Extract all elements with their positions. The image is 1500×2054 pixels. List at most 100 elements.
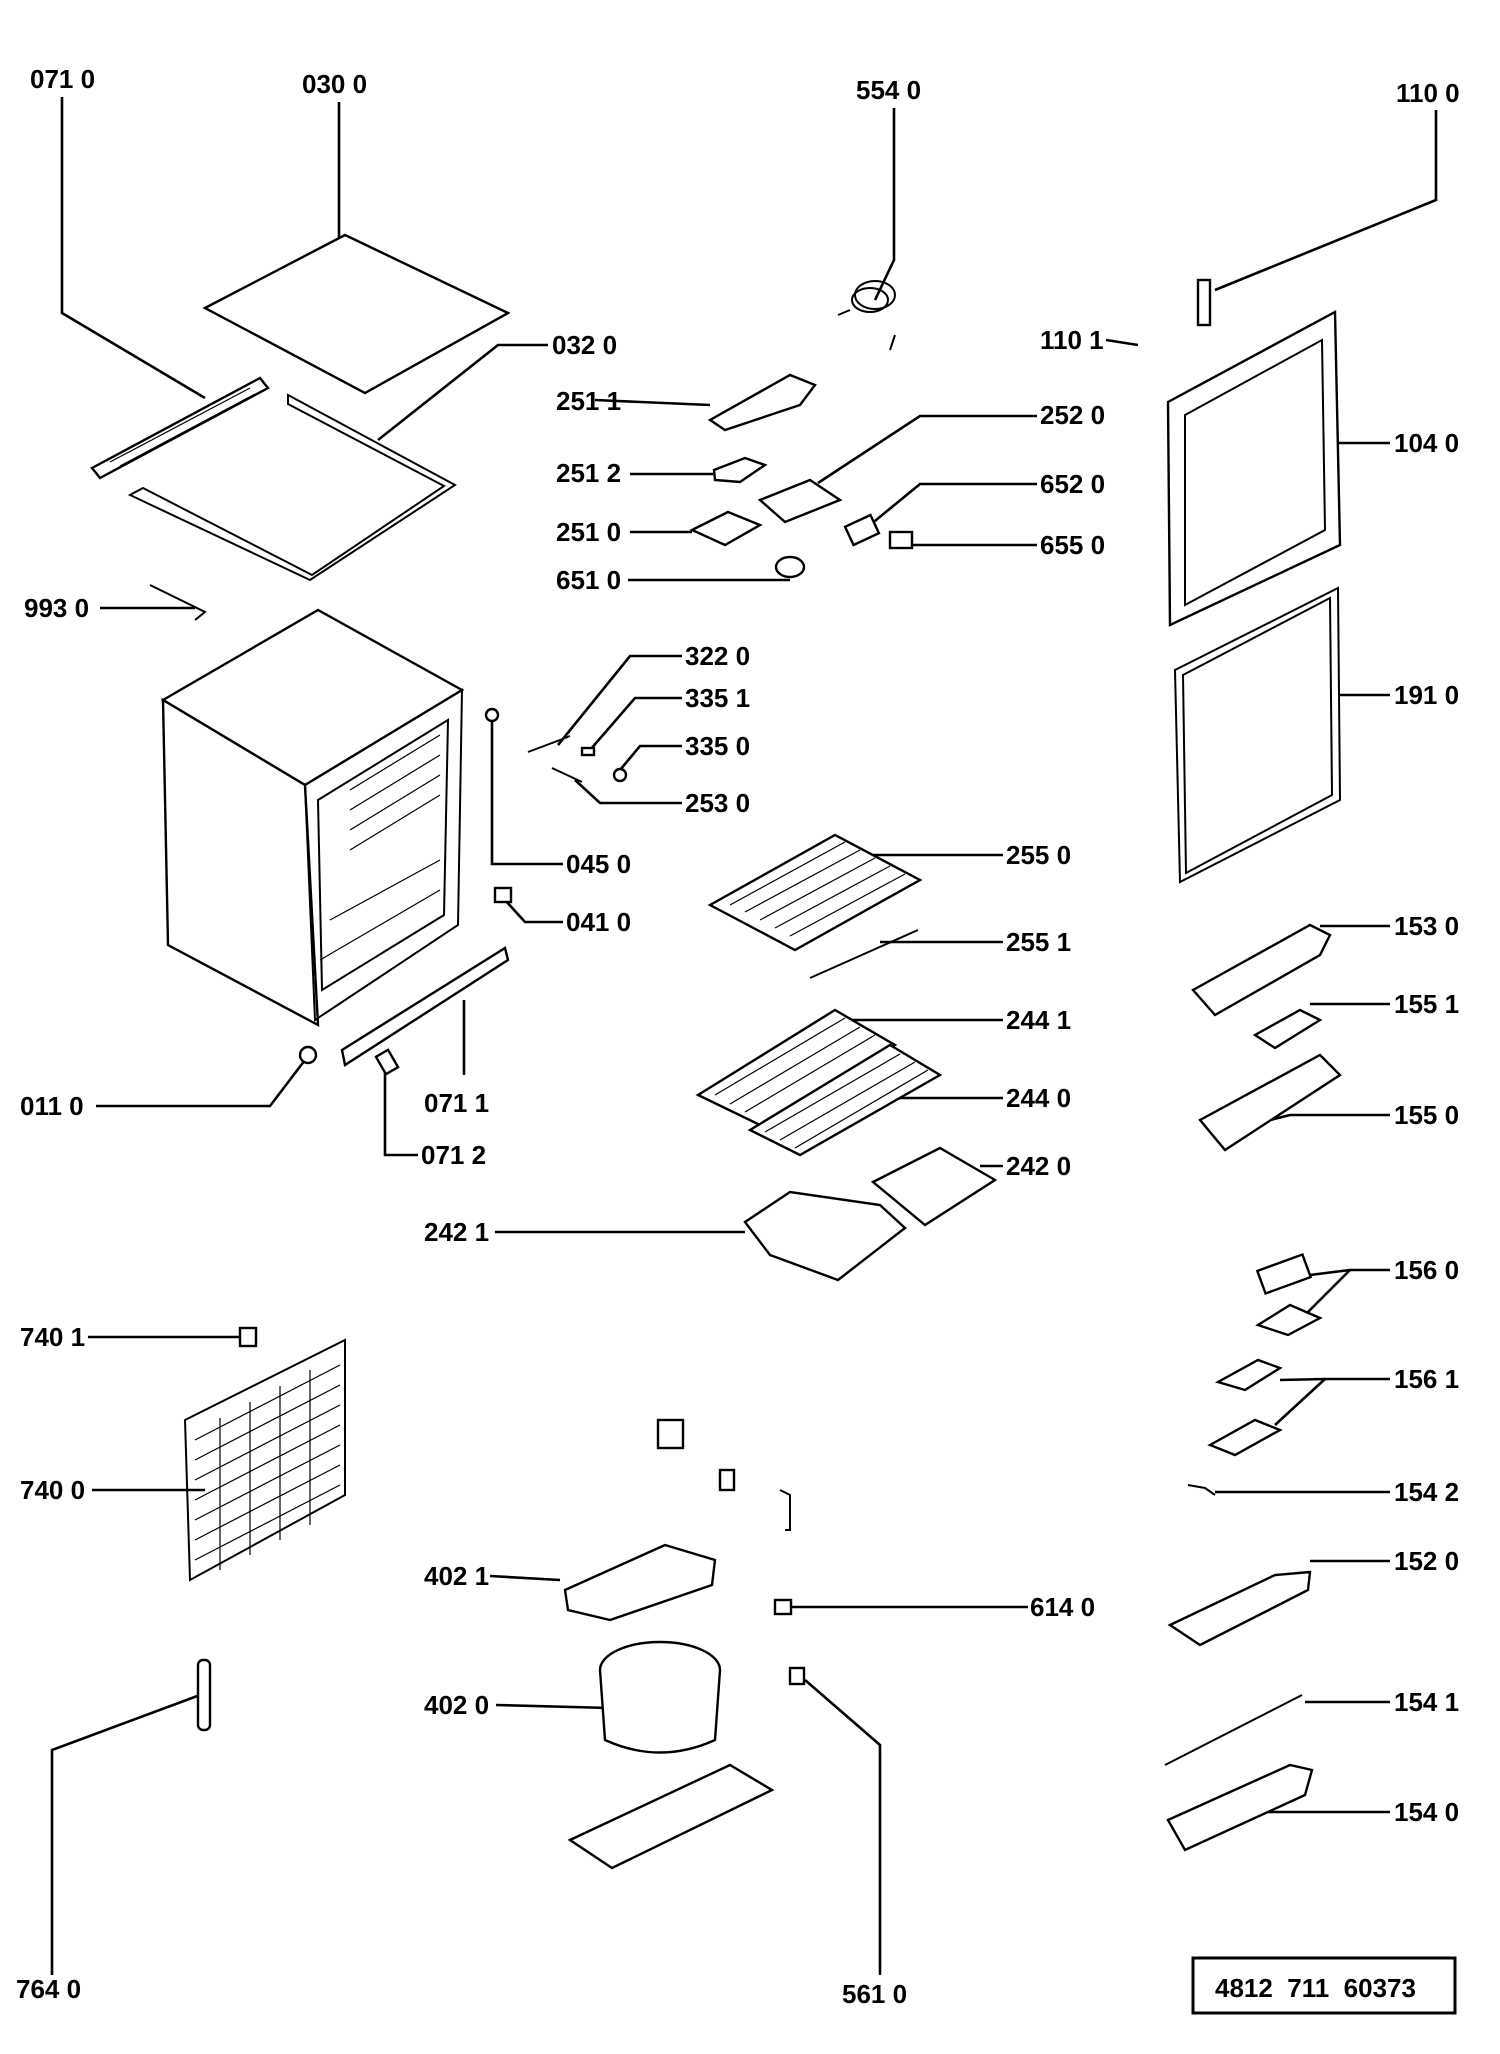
parts [90, 233, 1342, 1870]
part-condenser-clip [238, 1326, 258, 1348]
part-lamp-cover [712, 456, 768, 484]
leader-0320 [377, 343, 548, 442]
leader-4020 [495, 1703, 611, 1710]
label-6510: 651 0 [556, 565, 621, 595]
catalog-number: 4812 711 60373 [1215, 1973, 1416, 2003]
label-6550: 655 0 [1040, 530, 1105, 560]
part-ice-tray [1255, 1252, 1313, 1296]
part-thermostat [843, 513, 881, 547]
leader-2530 [574, 779, 682, 805]
part-rear-grille [90, 376, 270, 480]
part-shelf-trim [809, 929, 919, 979]
label-3351: 335 1 [685, 683, 750, 713]
label-3350: 335 0 [685, 731, 750, 761]
leader-0712 [383, 1072, 418, 1157]
label-1541: 154 1 [1394, 1687, 1459, 1717]
part-drain-wire [149, 584, 207, 621]
part-door-stop [527, 735, 571, 753]
part-clip-a [718, 1468, 736, 1492]
label-1910: 191 0 [1394, 680, 1459, 710]
leader-0710 [60, 97, 206, 400]
part-compressor-cover [563, 1543, 717, 1622]
leader-3351 [589, 696, 682, 751]
label-1560: 156 0 [1394, 1255, 1459, 1285]
part-crisper-tray-small [870, 1146, 998, 1227]
leader-4021 [489, 1574, 561, 1582]
leader-1561 [1279, 1377, 1390, 1382]
leader-7640 [50, 1693, 201, 1975]
label-1561: 156 1 [1394, 1364, 1459, 1394]
label-0450: 045 0 [566, 849, 631, 879]
label-6140: 614 0 [1030, 1592, 1095, 1622]
leader-6520 [869, 482, 1037, 527]
label-0712: 071 2 [421, 1140, 486, 1170]
label-1542: 154 2 [1394, 1477, 1459, 1507]
label-0300: 030 0 [302, 69, 367, 99]
part-hinge-pin [484, 707, 500, 723]
leader-lines [50, 97, 1438, 1975]
label-7400: 740 0 [20, 1475, 85, 1505]
part-condenser [183, 1338, 346, 1582]
part-door-panel [1166, 310, 1342, 627]
part-drier [196, 1658, 212, 1732]
leader-5540 [873, 108, 896, 301]
part-ice-tray-lid [1255, 1303, 1323, 1337]
part-lamp-housing [707, 373, 817, 432]
callout-labels: 071 0 030 0 554 0 110 0 032 0 110 1 251 … [16, 64, 1460, 2009]
part-foot [298, 1045, 318, 1065]
label-0320: 032 0 [552, 330, 617, 360]
label-1540: 154 0 [1394, 1797, 1459, 1827]
leader-0110 [96, 1059, 307, 1108]
label-2440: 244 0 [1006, 1083, 1071, 1113]
part-top-plate [202, 233, 511, 395]
label-7640: 764 0 [16, 1974, 81, 2004]
part-grommet [773, 1598, 793, 1616]
part-hinge-rod [551, 767, 583, 783]
part-thermostat-capillary [837, 280, 896, 351]
catalog-number-box: 4812 711 60373 [1191, 1956, 1457, 2015]
part-butter-compartment [1191, 923, 1332, 1017]
leader-1100 [1214, 110, 1438, 292]
label-2510: 251 0 [556, 517, 621, 547]
label-5610: 561 0 [842, 1979, 907, 2009]
label-2551: 255 1 [1006, 927, 1071, 957]
leader-1101 [1105, 338, 1139, 347]
label-2520: 252 0 [1040, 400, 1105, 430]
label-1040: 104 0 [1394, 428, 1459, 458]
label-1550: 155 0 [1394, 1100, 1459, 1130]
part-base-plate [567, 1763, 775, 1870]
part-control-base [689, 510, 763, 547]
leader-1561b [1274, 1378, 1326, 1426]
leader-3220 [556, 654, 682, 746]
part-small-box-2 [1207, 1418, 1283, 1457]
part-glass-shelf [707, 833, 923, 952]
part-switch [888, 530, 914, 550]
part-top-frame [127, 393, 457, 582]
label-1551: 155 1 [1394, 989, 1459, 1019]
part-screw [612, 767, 628, 783]
part-top-hinge [1196, 278, 1212, 327]
label-3220: 322 0 [685, 641, 750, 671]
label-0110: 011 0 [20, 1091, 84, 1121]
label-6520: 652 0 [1040, 469, 1105, 499]
part-plinth [340, 946, 510, 1067]
label-2441: 244 1 [1006, 1005, 1071, 1035]
label-0711: 071 1 [424, 1088, 489, 1118]
part-relay [656, 1418, 685, 1450]
label-2550: 255 0 [1006, 840, 1071, 870]
label-1520: 152 0 [1394, 1546, 1459, 1576]
part-door-shelf-lower [1166, 1763, 1314, 1852]
label-1100: 110 0 [1396, 78, 1460, 108]
part-hinge-bracket [493, 886, 513, 904]
label-9930: 993 0 [24, 593, 89, 623]
part-door-shelf-upper [1198, 1053, 1342, 1152]
part-cabinet [160, 608, 465, 1028]
leader-0410 [504, 899, 563, 924]
leader-3350 [619, 744, 682, 771]
label-2512: 251 2 [556, 458, 621, 488]
part-small-box [1214, 1358, 1283, 1392]
label-2421: 242 1 [424, 1217, 489, 1247]
part-compressor [598, 1640, 722, 1754]
part-wire-shelf-front [695, 1008, 898, 1127]
